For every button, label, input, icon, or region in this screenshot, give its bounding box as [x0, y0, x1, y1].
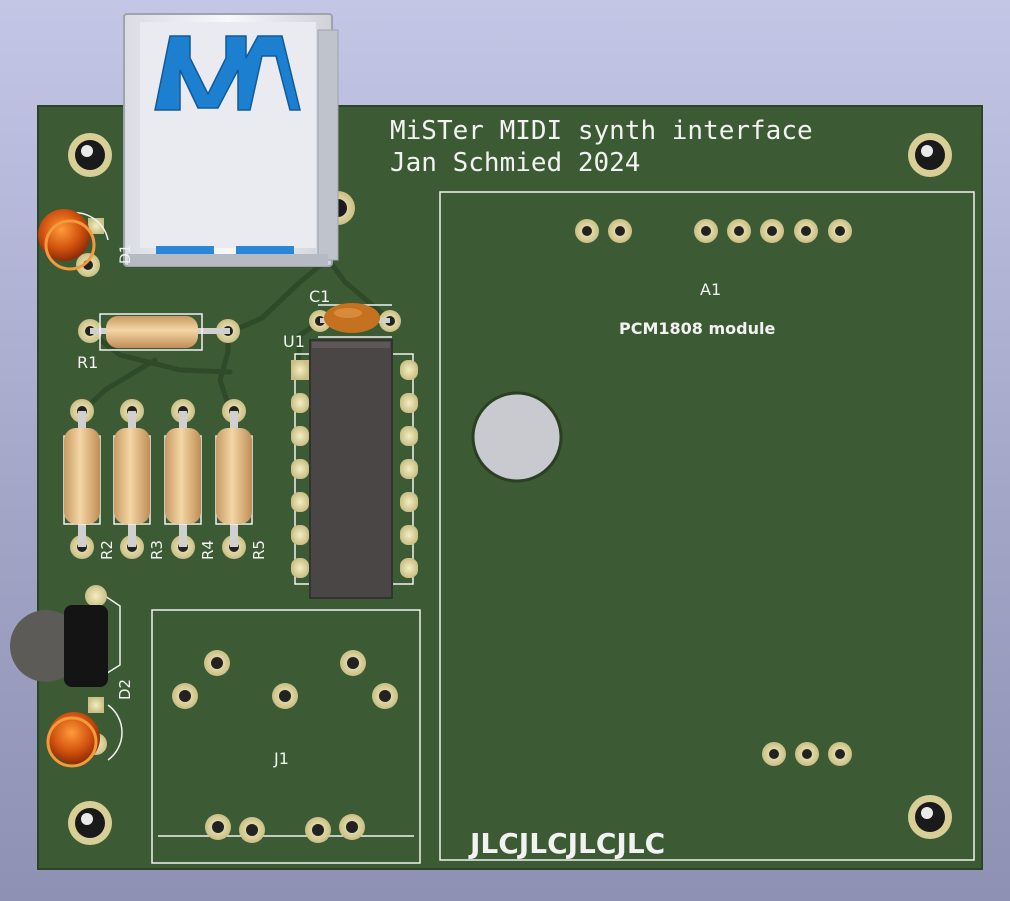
order-marker: JLCJLCJLCJLC: [468, 827, 665, 860]
capacitor-c1: [309, 303, 401, 338]
led-d1: [38, 209, 109, 277]
ref-d2: D2: [116, 679, 134, 700]
ref-r2: R2: [98, 540, 116, 560]
ref-c1: C1: [309, 287, 330, 306]
led-d2: [46, 697, 123, 768]
board-title-line1: MiSTer MIDI synth interface: [390, 116, 813, 146]
module-a1-outline: [439, 191, 975, 861]
board-title-line2: Jan Schmied 2024: [390, 148, 640, 178]
resistor-r2: [63, 399, 101, 559]
module-a1-pads: [575, 219, 852, 766]
ref-u1: U1: [283, 332, 305, 351]
connector-j1-outline: [151, 609, 421, 864]
ref-r1: R1: [77, 353, 98, 372]
ref-r3: R3: [148, 540, 166, 560]
resistor-r5: [215, 399, 253, 559]
module-label: PCM1808 module: [619, 319, 775, 338]
ref-a1: A1: [700, 280, 721, 299]
resistor-r4: [164, 399, 202, 559]
transistor-to92: [10, 585, 121, 687]
ref-d1: D1: [118, 244, 134, 264]
copper-traces: [81, 255, 393, 413]
mounting-holes: [68, 133, 952, 845]
ref-r4: R4: [199, 540, 217, 560]
ic-u1-dip14: [291, 339, 418, 599]
connector-j1-pads: [172, 650, 398, 843]
resistor-r1: [78, 313, 240, 351]
usb-a-connector: [123, 13, 355, 267]
ref-j1: J1: [273, 749, 289, 768]
resistor-r3: [113, 399, 151, 559]
ref-r5: R5: [250, 540, 268, 560]
